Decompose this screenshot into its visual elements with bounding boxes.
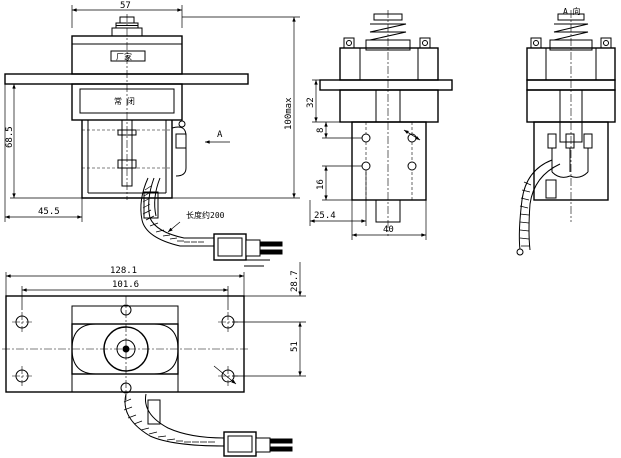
view-a-label: A 向 — [563, 6, 581, 16]
dim-side-lower: 16 — [316, 179, 326, 190]
dim-hole-vertical: 51 — [290, 341, 300, 352]
dim-top-width: 57 — [120, 1, 131, 11]
view-a: A 向 — [516, 6, 616, 256]
front-view: 57 厂家 常 闭 A — [4, 1, 300, 267]
nameplate-label: 厂家 — [116, 52, 132, 62]
side-view: 32 8 16 25.4 40 — [306, 10, 453, 240]
dim-base-length: 128.1 — [110, 266, 137, 276]
view-arrow-a: A — [217, 130, 223, 140]
dim-side-offset: 25.4 — [314, 211, 336, 221]
dim-height-max: 100max — [284, 97, 294, 130]
dim-hole-spacing: 101.6 — [112, 280, 139, 290]
plan-view: 128.1 101.6 28.7 51 — [2, 262, 306, 457]
dim-bracket-offset: 45.5 — [38, 207, 60, 217]
dim-side-mid: 8 — [316, 128, 326, 133]
dim-base-depth: 28.7 — [290, 270, 300, 292]
dim-side-upper: 32 — [306, 97, 316, 108]
body-label: 常 闭 — [114, 97, 135, 106]
dim-side-width: 40 — [383, 225, 394, 235]
dim-side-height: 68.5 — [5, 126, 15, 148]
dim-lead-length: 长度约200 — [186, 210, 225, 220]
